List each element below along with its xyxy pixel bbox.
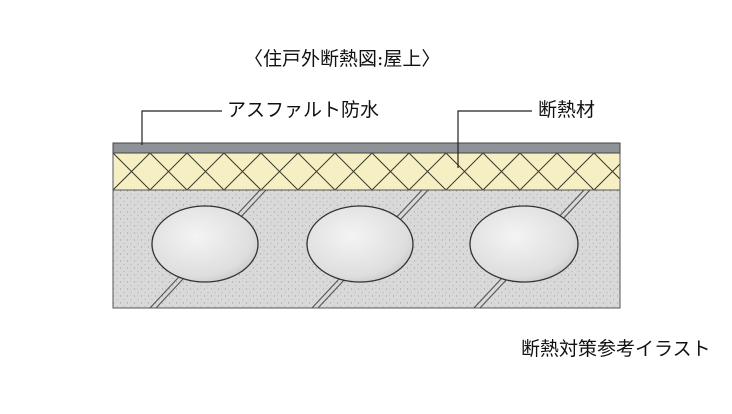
hollow-void (469, 205, 579, 283)
lattice-line (631, 153, 668, 190)
diagram-caption: 断熱対策参考イラスト (521, 338, 711, 360)
lattice-line (113, 153, 151, 190)
lattice-line (297, 153, 336, 190)
lattice-line (334, 153, 373, 190)
lattice-line (556, 153, 595, 190)
lattice-line (223, 153, 262, 190)
hollow-voids (151, 205, 579, 283)
asphalt-waterproofing-layer (112, 142, 621, 154)
leader-waterproofing (141, 110, 222, 145)
label-asphalt-waterproofing: アスファルト防水 (227, 99, 380, 121)
leader-lines (141, 110, 532, 168)
lattice-line (260, 153, 299, 190)
lattice-line (408, 153, 447, 190)
hollow-void (306, 205, 414, 283)
lattice-line (631, 153, 668, 190)
diagram-title: 〈住戸外断熱図:屋上〉 (244, 48, 441, 70)
insulation-layer (112, 152, 668, 191)
lattice-line (186, 153, 225, 190)
lattice-line (482, 153, 521, 190)
lattice-line (371, 153, 410, 190)
lattice-line (445, 153, 484, 190)
lattice-line (519, 153, 558, 190)
lattice-line (149, 153, 188, 190)
hollow-void (151, 205, 259, 283)
lattice-line (593, 153, 620, 180)
lattice-line (113, 189, 114, 190)
leader-insulation (457, 110, 532, 168)
label-insulation: 断熱材 (538, 99, 596, 121)
lattice-line (113, 153, 114, 154)
